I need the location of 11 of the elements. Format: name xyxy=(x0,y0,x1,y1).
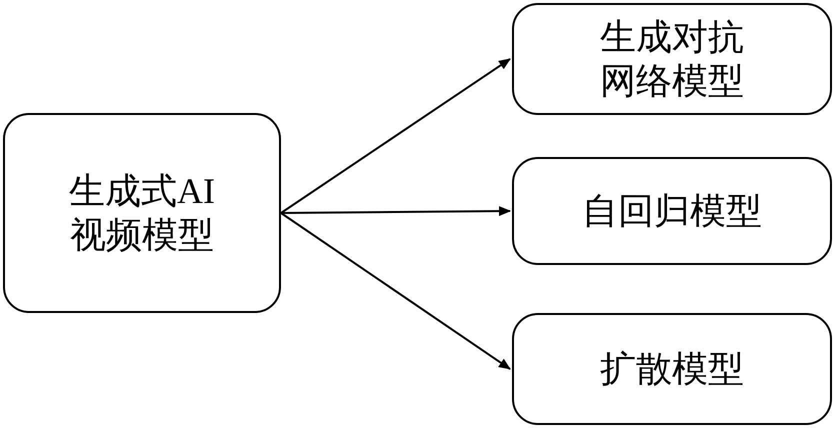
rounded-box xyxy=(512,3,832,115)
arrow xyxy=(281,206,511,216)
node-label: 生成对抗网络模型 xyxy=(599,16,745,103)
rounded-box xyxy=(512,313,832,425)
node-label: 自回归模型 xyxy=(581,190,763,233)
arrow xyxy=(280,212,511,370)
arrow xyxy=(280,58,511,214)
rounded-box xyxy=(512,157,832,265)
node-label: 扩散模型 xyxy=(599,348,745,391)
rounded-box xyxy=(3,113,281,313)
node-label: 生成式AI视频模型 xyxy=(68,170,216,257)
